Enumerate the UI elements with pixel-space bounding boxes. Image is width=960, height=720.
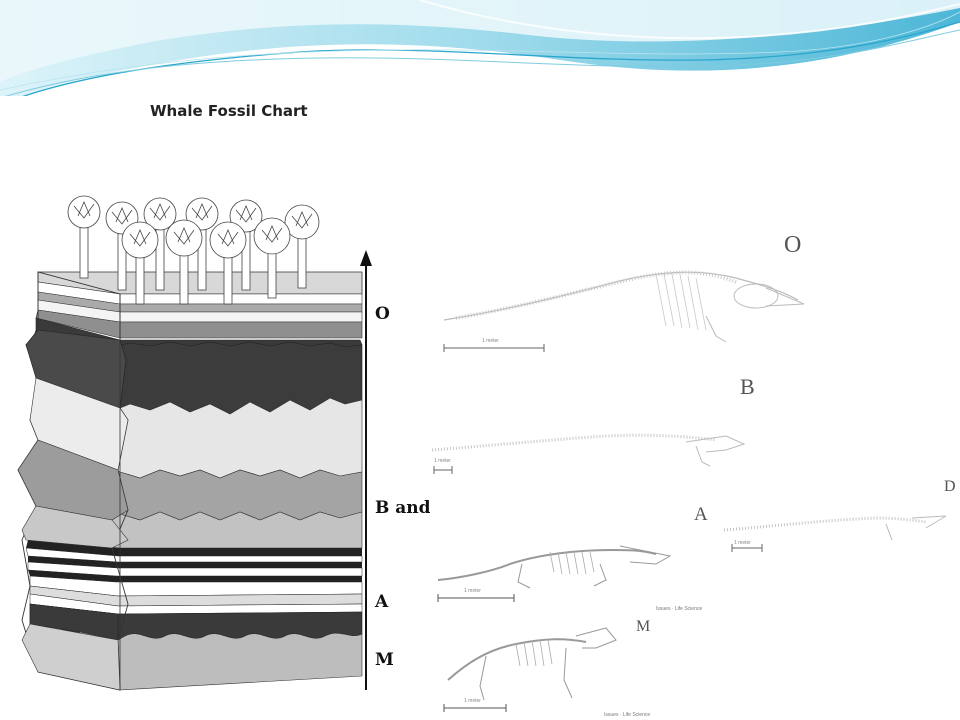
fossil-m-caption: Issues · Life Science xyxy=(604,712,651,718)
fossil-panel-m: 1 meter M Issues · Life Science xyxy=(436,616,660,720)
fossil-a-letter: A xyxy=(694,504,708,525)
fossil-d-skeleton-image xyxy=(723,515,947,552)
fossil-panel-a: 1 meter A Issues · Life Science xyxy=(430,494,712,614)
fossil-b-letter: B xyxy=(740,374,755,399)
fossil-d-scale: 1 meter xyxy=(734,540,751,546)
strata-diagram xyxy=(17,195,372,691)
fossil-o-letter: O xyxy=(784,232,802,258)
strata-label-a: A xyxy=(375,592,389,612)
strata-label-b-and: B and xyxy=(375,498,431,518)
fossil-m-letter: M xyxy=(636,618,651,635)
fossil-panel-d: 1 meter D xyxy=(716,474,960,556)
strata-label-m: M xyxy=(375,650,394,670)
time-arrow xyxy=(360,250,372,690)
trees-illustration xyxy=(67,195,320,305)
fossil-b-scale: 1 meter xyxy=(434,458,451,464)
strata-label-o: O xyxy=(375,304,390,324)
fossil-o-scale: 1 meter xyxy=(482,338,499,344)
fossil-panel-b: 1 meter B xyxy=(426,366,760,478)
fossil-a-skeleton-image xyxy=(437,545,672,602)
fossil-b-skeleton-image xyxy=(431,433,746,474)
header-wave-decoration xyxy=(0,0,960,106)
fossil-m-scale: 1 meter xyxy=(464,698,481,704)
fossil-m-skeleton-image xyxy=(443,627,617,712)
stratum-thin-1 xyxy=(26,540,362,556)
fossil-panel-o: 1 meter O xyxy=(436,226,808,360)
chart-title: Whale Fossil Chart xyxy=(150,102,308,120)
fossil-a-scale: 1 meter xyxy=(464,588,481,594)
fossil-a-caption: Issues · Life Science xyxy=(656,606,703,612)
fossil-o-skeleton-image xyxy=(443,270,805,352)
fossil-d-letter: D xyxy=(944,478,956,495)
